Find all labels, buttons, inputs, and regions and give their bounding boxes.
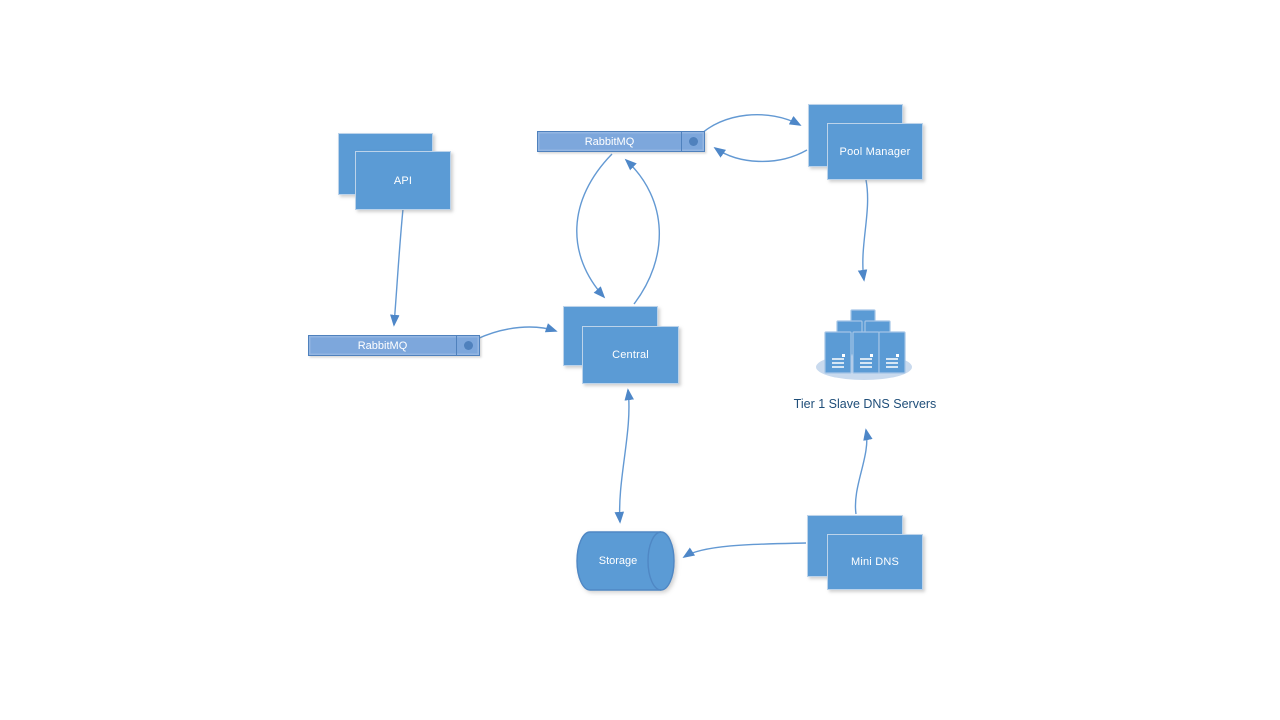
queue-dot-icon xyxy=(688,137,698,146)
edge-mini-dns-to-dns-servers xyxy=(854,428,873,515)
edge-rabbitmq-left-to-central xyxy=(476,323,558,340)
edge-pool-manager-to-dns-servers xyxy=(857,179,869,282)
node-pool-manager[interactable]: Pool Manager xyxy=(827,123,923,180)
node-api[interactable]: API xyxy=(355,151,451,210)
edge-rabbitmq-top-to-pool-manager xyxy=(697,114,802,138)
storage-cylinder-icon[interactable] xyxy=(570,525,685,600)
node-mini-dns[interactable]: Mini DNS xyxy=(827,534,923,590)
edge-central-storage-bidirectional xyxy=(614,388,634,524)
edge-central-to-rabbitmq-top xyxy=(624,158,660,305)
queue-rabbitmq-left[interactable]: RabbitMQ xyxy=(308,335,480,356)
node-mini-dns-label: Mini DNS xyxy=(850,556,900,568)
edge-mini-dns-to-storage xyxy=(682,542,807,558)
queue-rabbitmq-top-label: RabbitMQ xyxy=(584,135,635,148)
edge-pool-manager-to-rabbitmq-top xyxy=(713,146,808,163)
node-api-label: API xyxy=(393,174,413,187)
queue-rabbitmq-left-label: RabbitMQ xyxy=(357,339,408,352)
dns-servers-label: Tier 1 Slave DNS Servers xyxy=(793,397,937,411)
edge-api-to-rabbitmq-left xyxy=(390,208,404,327)
queue-dot-icon xyxy=(463,341,473,350)
node-pool-manager-label: Pool Manager xyxy=(839,145,911,158)
queue-rabbitmq-left-cell xyxy=(456,336,479,355)
node-central-label: Central xyxy=(612,349,649,361)
dns-server-cluster-icon[interactable] xyxy=(810,300,922,386)
queue-rabbitmq-top-cell xyxy=(681,132,704,151)
node-central[interactable]: Central xyxy=(582,326,679,384)
edge-rabbitmq-top-to-central xyxy=(576,153,613,299)
queue-rabbitmq-top[interactable]: RabbitMQ xyxy=(537,131,705,152)
